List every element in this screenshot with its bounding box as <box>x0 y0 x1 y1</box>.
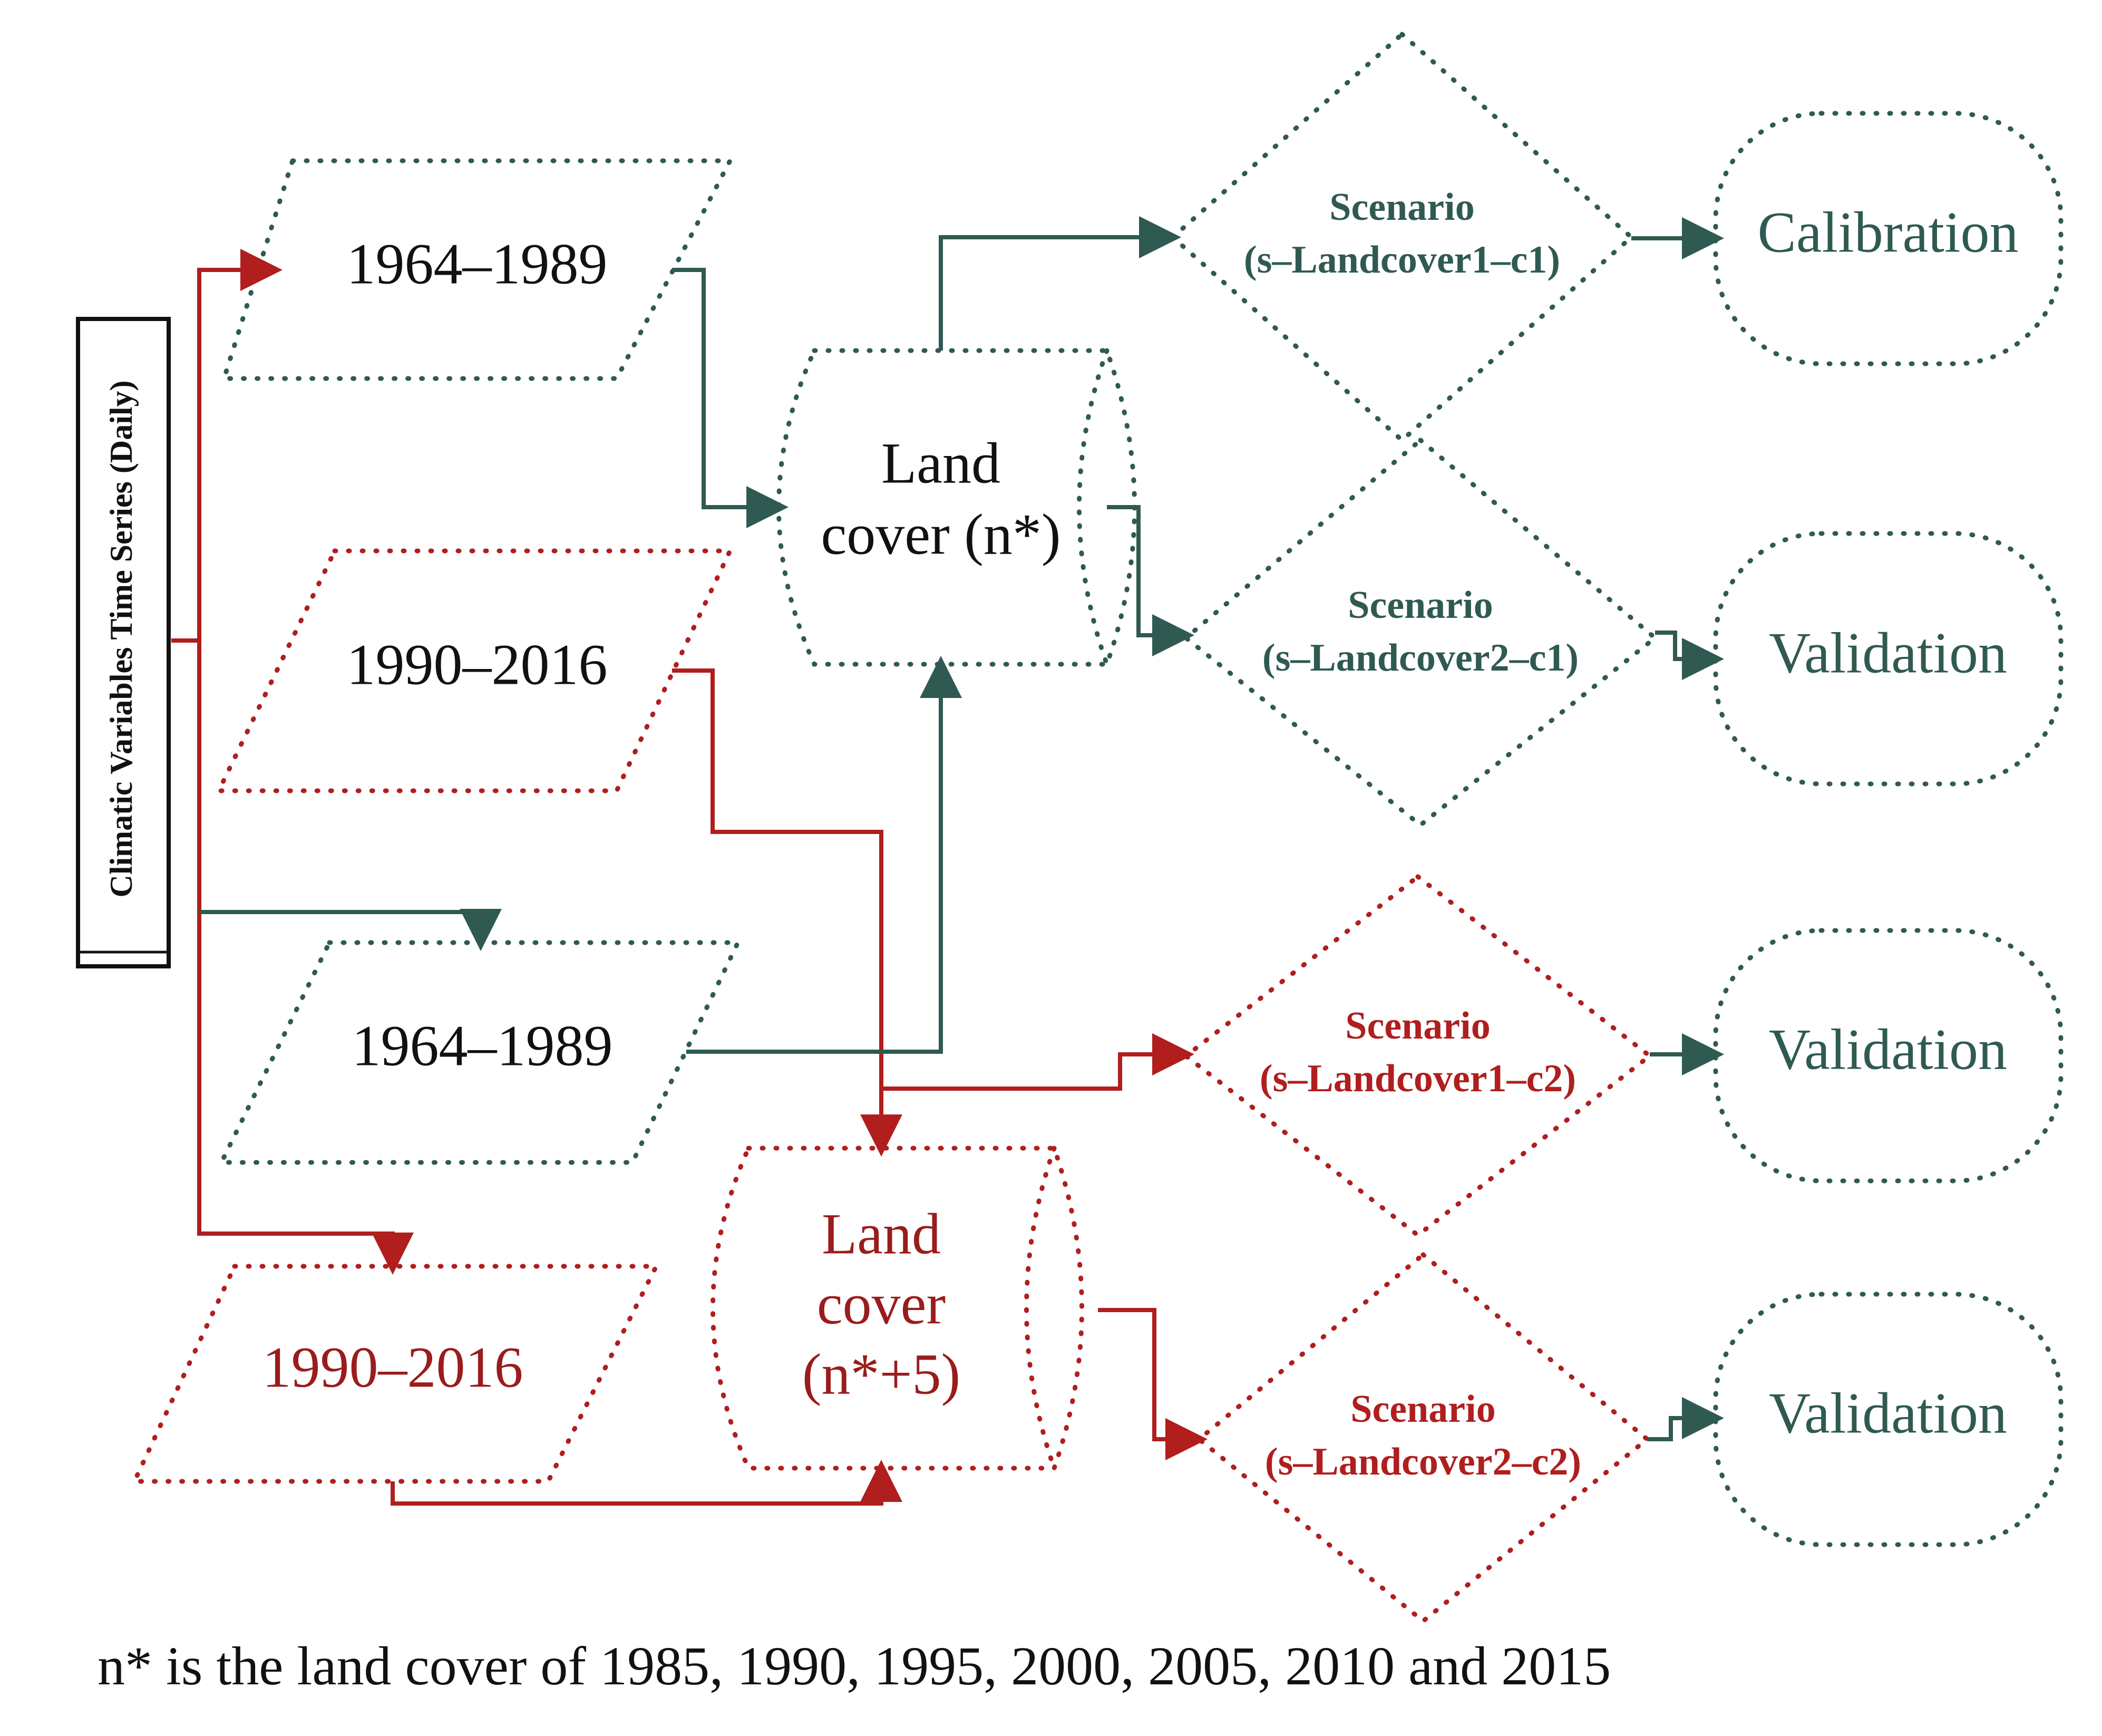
land-cover-1-line1: Land <box>881 431 1000 495</box>
scenario-diamond-2: Scenario (s–Landcover2–c1) <box>1182 437 1659 828</box>
climatic-variables-box: Climatic Variables Time Series (Daily) <box>76 317 171 968</box>
land-cover-drum-1: Land cover (n*) <box>776 348 1137 667</box>
connector-source-to-period-1 <box>171 249 283 643</box>
outcome-label-2: Validation <box>1769 620 2007 685</box>
outcome-calibration: Calibration <box>1713 111 2064 366</box>
land-cover-1-line2: cover (n*) <box>821 502 1060 566</box>
scenario-1-line1: Scenario <box>1329 186 1474 229</box>
footnote: n* is the land cover of 1985, 1990, 1995… <box>98 1636 1611 1696</box>
scenario-2-line1: Scenario <box>1348 584 1493 627</box>
outcome-validation-2: Validation <box>1713 928 2064 1184</box>
connector-drum-1-to-scenario-1 <box>939 216 1181 351</box>
connector-source-to-period-3 <box>199 909 502 951</box>
outcome-label-3: Validation <box>1769 1017 2007 1081</box>
land-cover-2-line1: Land <box>822 1201 941 1266</box>
connector-period-2-to-drum-2 <box>672 668 902 1157</box>
period-label-4: 1990–2016 <box>262 1335 523 1399</box>
period-label-3: 1964–1989 <box>352 1013 613 1078</box>
scenario-4-line2: (s–Landcover2–c2) <box>1265 1440 1581 1483</box>
connector-period-1-to-drum-1 <box>672 268 789 528</box>
red-connectors <box>171 249 1208 1506</box>
connector-scenario-4-to-validation-3 <box>1647 1397 1724 1441</box>
scenario-diamond-1: Scenario (s–Landcover1–c1) <box>1169 31 1635 444</box>
scenario-diamond-4: Scenario (s–Landcover2–c2) <box>1195 1252 1651 1624</box>
climatic-variables-label: Climatic Variables Time Series (Daily) <box>104 380 139 897</box>
connector-scenario-2-to-validation-1 <box>1655 631 1724 680</box>
connector-to-scenario-3 <box>881 1033 1194 1091</box>
scenario-4-line1: Scenario <box>1350 1388 1495 1431</box>
land-cover-2-line2: cover <box>817 1272 946 1336</box>
outcome-validation-1: Validation <box>1713 531 2064 787</box>
teal-connectors <box>199 216 1724 1441</box>
connector-period-4-to-drum-2 <box>391 1460 902 1506</box>
period-label-2: 1990–2016 <box>347 632 608 696</box>
outcome-label-4: Validation <box>1769 1381 2007 1445</box>
scenario-diamond-3: Scenario (s–Landcover1–c2) <box>1182 874 1654 1238</box>
connector-source-to-period-4 <box>197 641 414 1275</box>
scenario-3-line2: (s–Landcover1–c2) <box>1260 1057 1576 1100</box>
land-cover-2-line3: (n*+5) <box>802 1342 960 1406</box>
period-box-3: 1964–1989 <box>217 940 742 1165</box>
scenario-3-line1: Scenario <box>1345 1004 1490 1048</box>
scenario-2-line2: (s–Landcover2–c1) <box>1262 636 1579 680</box>
connector-drum-1-to-scenario-2 <box>1107 505 1194 656</box>
scenario-1-line2: (s–Landcover1–c1) <box>1244 238 1560 282</box>
outcome-label-1: Calibration <box>1758 200 2019 264</box>
period-box-2: 1990–2016 <box>215 548 734 793</box>
connector-drum-2-to-scenario-4 <box>1098 1308 1208 1460</box>
period-box-4: 1990–2016 <box>130 1264 660 1484</box>
outcome-validation-3: Validation <box>1713 1292 2064 1547</box>
period-label-1: 1964–1989 <box>347 231 608 296</box>
connector-period-3-to-drum-1 <box>686 656 962 1054</box>
period-box-1: 1964–1989 <box>220 158 734 381</box>
land-cover-drum-2: Land cover (n*+5) <box>711 1146 1084 1471</box>
